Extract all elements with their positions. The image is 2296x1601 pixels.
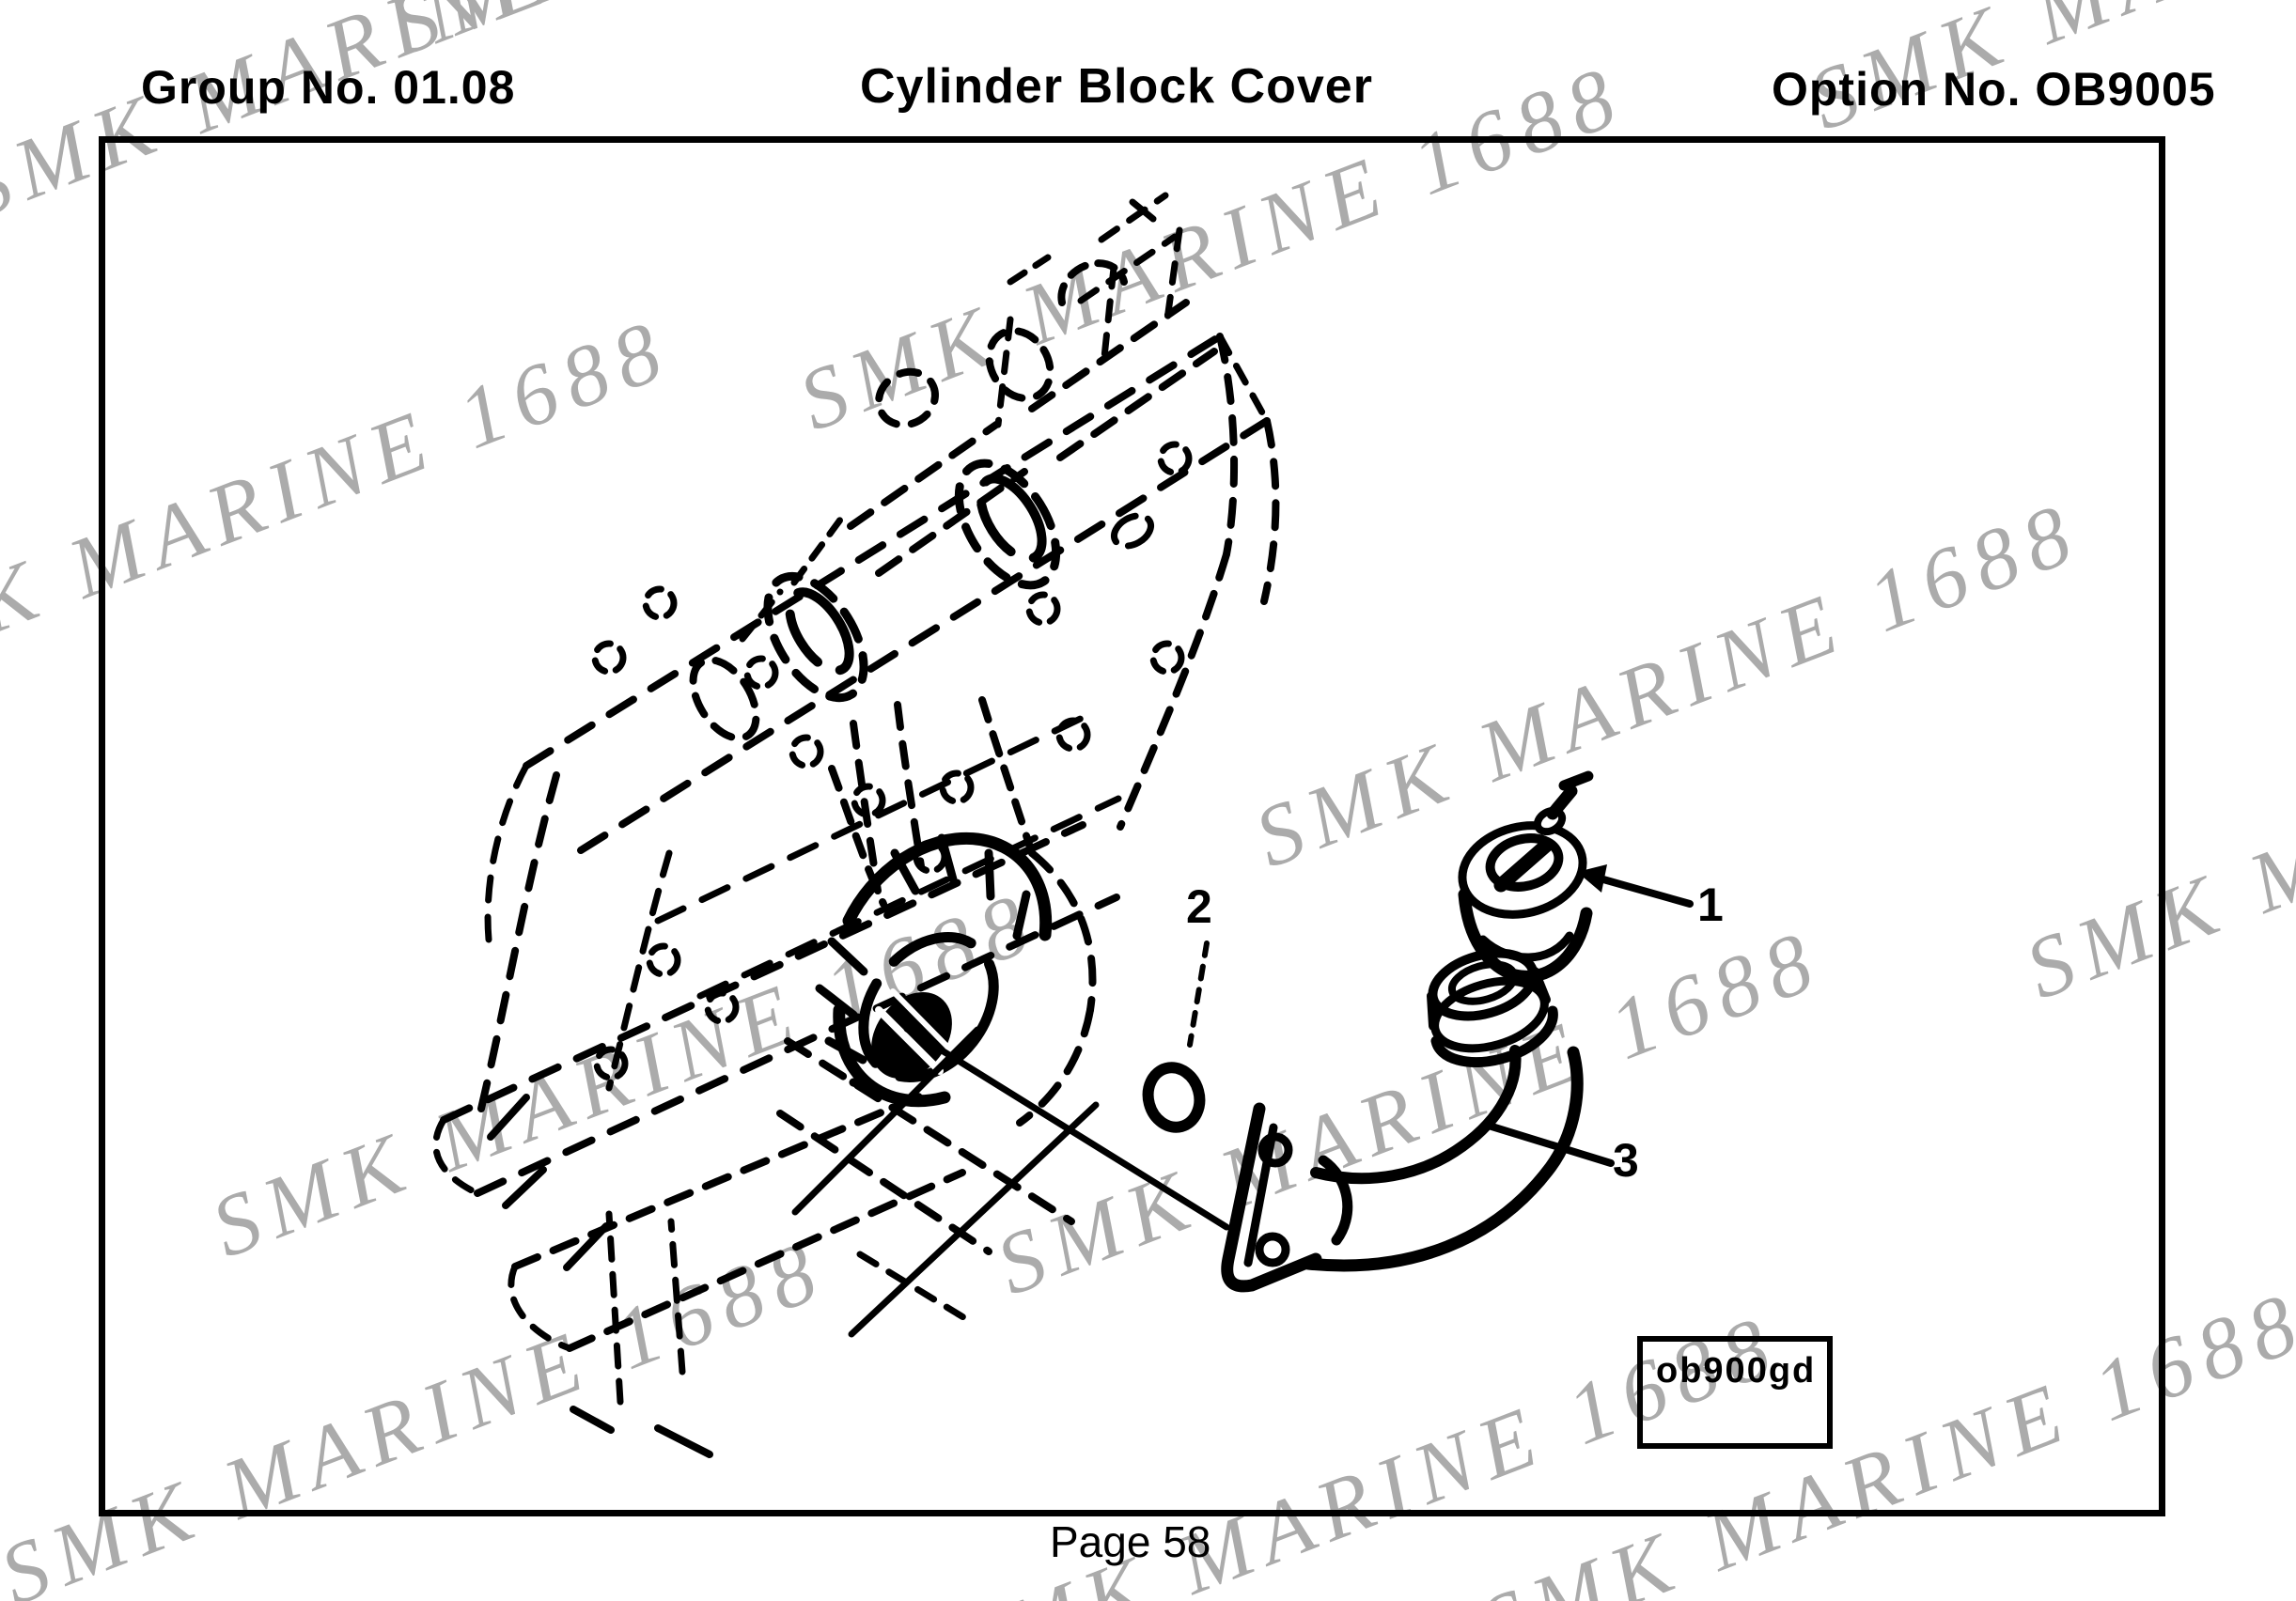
page-number: Page 58	[1050, 1517, 1211, 1566]
oil-filler-cap-drawing	[1458, 770, 1694, 983]
part-2-label: 2	[1186, 880, 1212, 933]
part-3-label: 3	[1613, 1134, 1639, 1187]
option-number-label: Option No. OB9005	[1772, 63, 2216, 116]
bolt-holes	[591, 441, 1193, 1081]
diagram-frame	[99, 136, 2165, 1516]
callout-arrow-1	[1600, 876, 1694, 908]
figure-code-box: ob900gd	[1637, 1336, 1833, 1449]
o-ring-drawing	[1142, 940, 1210, 1133]
callout-leader-3	[1485, 1122, 1615, 1167]
part-1-label: 1	[1697, 878, 1724, 931]
assembly-lines	[791, 1025, 1230, 1338]
callout-leader-2	[1187, 940, 1210, 1048]
page-title: Cylinder Block Cover	[860, 59, 1373, 114]
filler-boss-drawing	[815, 832, 1053, 1108]
cylinder-block-outline	[432, 192, 1280, 1458]
figure-code-label: ob900gd	[1656, 1351, 1817, 1391]
group-number-label: Group No. 01.08	[141, 61, 516, 114]
arrowhead-1	[1577, 864, 1607, 893]
filler-tube-drawing	[1221, 948, 1615, 1293]
